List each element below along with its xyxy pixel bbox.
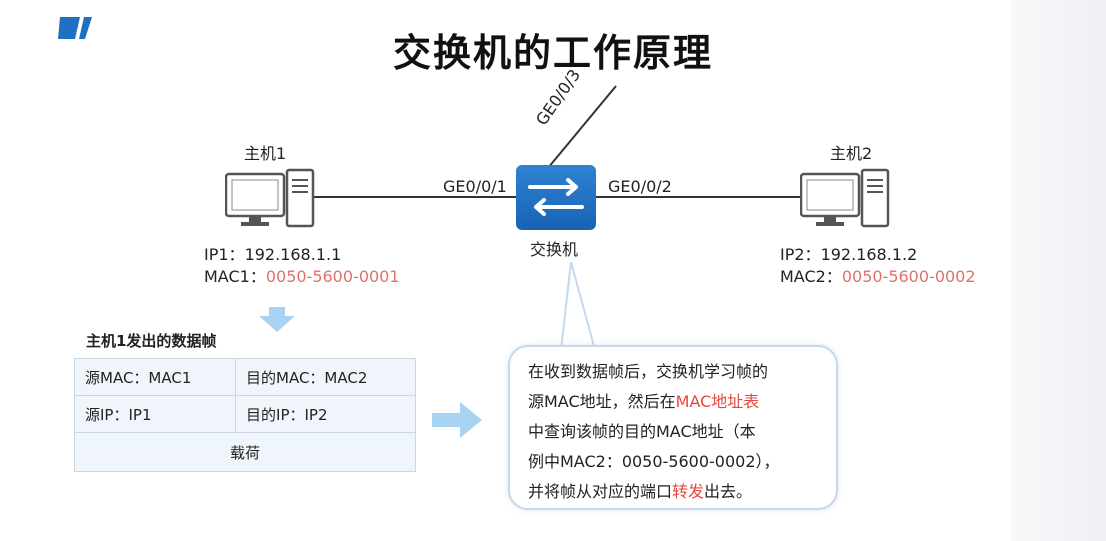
right-arrow-icon — [432, 402, 482, 438]
host1-ip-label: IP1： — [204, 245, 245, 264]
callout-pointer — [559, 262, 597, 351]
callout-line: 在收到数据帧后，交换机学习帧的 — [528, 362, 769, 381]
computer-icon-host2 — [800, 168, 890, 228]
host2-ip: 192.168.1.2 — [820, 245, 918, 264]
callout-line: 源MAC地址，然后在MAC地址表 — [528, 387, 822, 417]
logo-icon — [58, 17, 92, 39]
frame-dst-ip: 目的IP：IP2 — [235, 395, 416, 433]
callout-text: 源MAC地址，然后在 — [528, 392, 676, 411]
callout-line: 例中MAC2：0050-5600-0002）， — [528, 452, 780, 471]
port-label-ge002: GE0/0/2 — [608, 177, 672, 196]
port-label-ge001: GE0/0/1 — [443, 177, 507, 196]
frame-title: 主机1发出的数据帧 — [86, 332, 217, 350]
callout-highlight-forward: 转发 — [672, 482, 705, 501]
link-ge003 — [547, 85, 617, 169]
down-arrow-icon — [259, 307, 295, 332]
host1-mac-label: MAC1： — [204, 267, 266, 286]
explanation-callout: 在收到数据帧后，交换机学习帧的 源MAC地址，然后在MAC地址表 中查询该帧的目… — [508, 345, 838, 510]
host1-ip: 192.168.1.1 — [244, 245, 342, 264]
host2-address: IP2：192.168.1.2 MAC2：0050-5600-0002 — [780, 244, 976, 288]
switch-label: 交换机 — [530, 240, 579, 259]
host2-ip-label: IP2： — [780, 245, 821, 264]
computer-icon-host1 — [225, 168, 315, 228]
frame-dst-mac: 目的MAC：MAC2 — [235, 358, 416, 396]
table-row: 源MAC：MAC1 目的MAC：MAC2 — [73, 358, 416, 396]
frame-src-ip: 源IP：IP1 — [73, 395, 237, 433]
switch-icon — [516, 165, 596, 230]
page-title: 交换机的工作原理 — [392, 31, 713, 75]
frame-src-mac: 源MAC：MAC1 — [73, 358, 237, 396]
host1-mac: 0050-5600-0001 — [265, 267, 400, 286]
host1-name: 主机1 — [244, 144, 287, 163]
host2-mac: 0050-5600-0002 — [841, 267, 976, 286]
callout-text: 并将帧从对应的端口 — [528, 482, 673, 501]
background-shade — [1011, 0, 1106, 541]
frame-payload: 载荷 — [74, 432, 416, 472]
callout-text: 出去。 — [704, 482, 753, 501]
callout-line: 并将帧从对应的端口转发出去。 — [528, 477, 822, 507]
table-row: 源IP：IP1 目的IP：IP2 — [73, 395, 416, 433]
host2-name: 主机2 — [830, 144, 873, 163]
host1-address: IP1：192.168.1.1 MAC1：0050-5600-0001 — [204, 244, 400, 288]
callout-line: 中查询该帧的目的MAC地址（本 — [528, 422, 756, 441]
data-frame-table: 源MAC：MAC1 目的MAC：MAC2 源IP：IP1 目的IP：IP2 载荷 — [73, 358, 416, 472]
callout-highlight-mac-table: MAC地址表 — [675, 392, 760, 411]
host2-mac-label: MAC2： — [780, 267, 842, 286]
table-row: 载荷 — [74, 432, 416, 472]
